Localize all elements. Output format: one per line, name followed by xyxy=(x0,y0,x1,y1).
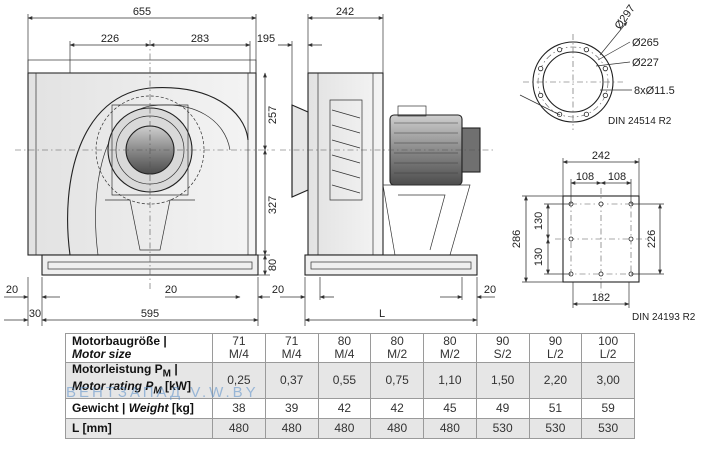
dim-outlet-half-left: 108 xyxy=(576,171,594,183)
cell-length: 480 xyxy=(212,417,266,439)
outlet-flange-standard: DIN 24193 R2 xyxy=(632,312,696,323)
cell-power: 0,75 xyxy=(370,362,424,399)
outlet-flange: 242 108 108 286 130 130 226 182 DIN 2419… xyxy=(511,150,696,323)
dim-front-foot-left: 20 xyxy=(6,284,18,296)
dim-outlet-lower: 130 xyxy=(533,248,545,266)
inlet-flange-bolt-holes xyxy=(538,47,608,117)
dim-inlet-d3: Ø227 xyxy=(632,57,659,69)
dim-front-offset: 30 xyxy=(29,308,41,320)
side-inlet-cone xyxy=(291,104,309,198)
cell-power: 1,50 xyxy=(475,362,530,399)
label-weight: Gewicht | Weight [kg] xyxy=(65,397,213,419)
dim-inlet-d1: Ø297 xyxy=(613,3,638,32)
bolt-hole xyxy=(583,47,589,53)
inlet-flange-standard: DIN 24514 R2 xyxy=(608,116,672,127)
dim-front-width: 655 xyxy=(133,6,151,18)
inlet-flange: Ø297 Ø265 Ø227 8xØ11.5 DIN 24514 R2 xyxy=(519,3,675,130)
watermark: ВЕНТЗАПАД V.W.BY xyxy=(66,384,259,401)
label-length: L [mm] xyxy=(65,417,213,439)
front-motor-bracket xyxy=(111,104,189,196)
front-view: 655 226 283 257 327 80 20 20 30 595 xyxy=(4,6,279,326)
cell-power: 0,37 xyxy=(264,362,319,399)
bolt-hole xyxy=(598,271,604,277)
row-length: L [mm] 480 480 480 480 480 530 530 530 xyxy=(65,417,635,439)
dim-side-length: L xyxy=(379,308,385,320)
dim-outlet-inner: 226 xyxy=(646,230,658,248)
dim-outlet-height: 286 xyxy=(511,230,523,248)
dim-outlet-half-right: 108 xyxy=(608,171,626,183)
cell-weight: 49 xyxy=(475,397,530,419)
dim-inlet-d2: Ø265 xyxy=(632,37,659,49)
dim-side-foot-right: 20 xyxy=(484,284,496,296)
side-motor-support xyxy=(382,184,471,256)
bolt-hole xyxy=(583,111,589,117)
dim-front-base: 80 xyxy=(267,259,279,271)
cell-power: 0,55 xyxy=(317,362,372,399)
cell-length: 530 xyxy=(581,417,635,439)
label-motor-size: Motorbaugröße | Motor size xyxy=(65,333,213,363)
cell-power: 2,20 xyxy=(528,362,583,399)
cell-power: 0,25 xyxy=(212,362,266,399)
bolt-hole xyxy=(538,66,544,72)
side-view: 242 195 20 20 L xyxy=(257,6,496,326)
dim-front-lower: 327 xyxy=(267,196,279,214)
cell-power: 3,00 xyxy=(581,362,635,399)
dim-outlet-width: 242 xyxy=(592,150,610,162)
bolt-hole xyxy=(602,92,608,98)
technical-drawing: 655 226 283 257 327 80 20 20 30 595 xyxy=(4,3,696,326)
dim-front-base-length: 595 xyxy=(141,308,159,320)
dim-front-right: 283 xyxy=(191,33,209,45)
cell-weight: 42 xyxy=(317,397,372,419)
cell-weight: 45 xyxy=(423,397,477,419)
dim-front-foot-right: 20 xyxy=(165,284,177,296)
dim-side-foot-left: 20 xyxy=(272,284,284,296)
cell-length: 480 xyxy=(264,417,319,439)
cell-length: 480 xyxy=(370,417,424,439)
bolt-hole xyxy=(568,236,574,242)
dim-front-upper: 257 xyxy=(267,106,279,124)
cell-length: 480 xyxy=(423,417,477,439)
bolt-hole xyxy=(628,236,634,242)
dim-side-inlet: 195 xyxy=(257,33,275,45)
cell-length: 480 xyxy=(317,417,372,439)
cell-power: 1,10 xyxy=(423,362,477,399)
side-motor-terminal-box xyxy=(397,105,427,117)
cell-length: 530 xyxy=(475,417,530,439)
label-motor-power: Motorleistung PM | Motor rating PM [kW] xyxy=(65,362,213,399)
side-base xyxy=(304,254,478,276)
cell-length: 530 xyxy=(528,417,583,439)
dim-inlet-holes: 8xØ11.5 xyxy=(634,85,675,97)
cell-weight: 59 xyxy=(581,397,635,419)
cell-weight: 42 xyxy=(370,397,424,419)
cell-weight: 39 xyxy=(264,397,319,419)
side-impeller xyxy=(329,99,363,201)
dim-side-depth: 242 xyxy=(336,6,354,18)
row-weight: Gewicht | Weight [kg] 38 39 42 42 45 49 … xyxy=(65,397,635,419)
dim-outlet-bottom: 182 xyxy=(592,292,610,304)
bolt-hole xyxy=(557,47,563,53)
bolt-hole xyxy=(538,92,544,98)
row-motor-power: Motorleistung PM | Motor rating PM [kW] … xyxy=(65,362,635,399)
dim-front-left: 226 xyxy=(101,33,119,45)
bolt-hole xyxy=(598,201,604,207)
dim-outlet-upper: 130 xyxy=(533,212,545,230)
front-scroll xyxy=(67,87,249,256)
cell-weight: 38 xyxy=(212,397,266,419)
front-outlet xyxy=(27,59,257,74)
bolt-hole xyxy=(602,66,608,72)
cell-weight: 51 xyxy=(528,397,583,419)
bolt-hole xyxy=(557,111,563,117)
